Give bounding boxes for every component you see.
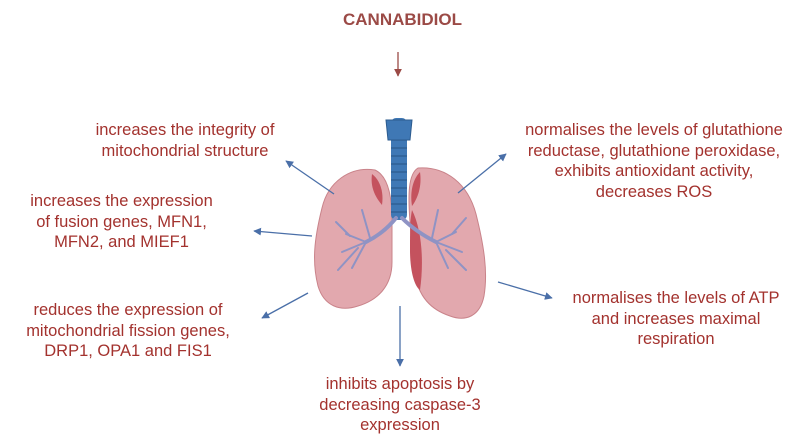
effect-line: DRP1, OPA1 and FIS1 xyxy=(2,341,254,362)
effect-mid-left: increases the expression of fusion genes… xyxy=(4,191,239,253)
effect-line: increases the expression xyxy=(4,191,239,212)
effect-line: of fusion genes, MFN1, xyxy=(4,212,239,233)
effect-line: exhibits antioxidant activity, xyxy=(506,161,802,182)
effect-mid-right: normalises the levels of ATP and increas… xyxy=(556,288,796,350)
effect-line: MFN2, and MIEF1 xyxy=(4,232,239,253)
arrow-mid-right xyxy=(498,282,552,298)
effect-line: inhibits apoptosis by xyxy=(300,374,500,395)
effect-top-right: normalises the levels of glutathione red… xyxy=(506,120,802,202)
diagram-title: CANNABIDIOL xyxy=(0,10,805,30)
arrow-mid-left xyxy=(254,231,312,236)
effect-line: normalises the levels of ATP xyxy=(556,288,796,309)
effect-line: increases the integrity of xyxy=(70,120,300,141)
effect-line: normalises the levels of glutathione xyxy=(506,120,802,141)
effect-line: decreasing caspase-3 xyxy=(300,395,500,416)
effect-bottom-left: reduces the expression of mitochondrial … xyxy=(2,300,254,362)
effect-line: decreases ROS xyxy=(506,182,802,203)
effect-line: expression xyxy=(300,415,500,436)
effect-line: respiration xyxy=(556,329,796,350)
effect-line: mitochondrial structure xyxy=(70,141,300,162)
effect-line: mitochondrial fission genes, xyxy=(2,321,254,342)
effect-line: reduces the expression of xyxy=(2,300,254,321)
effect-line: reductase, glutathione peroxidase, xyxy=(506,141,802,162)
lungs-icon xyxy=(315,118,486,318)
arrow-bottom-left xyxy=(262,293,308,318)
effect-bottom: inhibits apoptosis by decreasing caspase… xyxy=(300,374,500,436)
arrow-top-left xyxy=(286,161,334,194)
effect-top-left: increases the integrity of mitochondrial… xyxy=(70,120,300,161)
effect-line: and increases maximal xyxy=(556,309,796,330)
arrow-top-right xyxy=(458,154,506,193)
